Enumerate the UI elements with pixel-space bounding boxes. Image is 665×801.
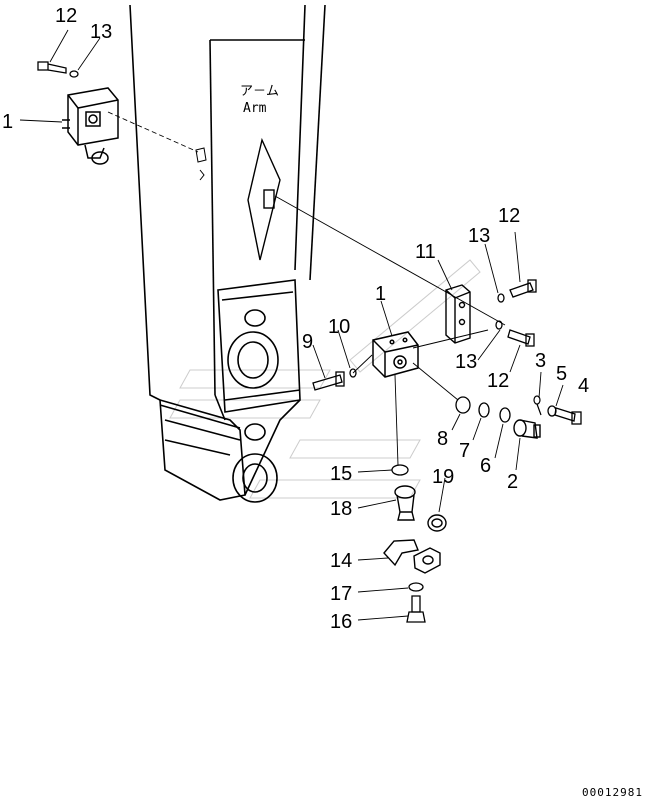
elbow-18 [394,485,416,521]
callout-12: 12 [55,5,77,27]
callout-16: 16 [330,611,352,633]
washer-13-right-lower [495,320,503,330]
washer-13-right-upper [497,293,505,303]
bolt-9 [312,371,345,391]
callout-4: 4 [578,375,589,397]
callout-1: 1 [375,283,386,305]
bolt-12-right-upper [509,279,537,298]
callout-3: 3 [535,350,546,372]
callout-12: 12 [487,370,509,392]
clamp-14 [383,539,441,574]
callout-6: 6 [480,455,491,477]
bolt-12-right-lower [507,329,535,347]
plug-15 [391,464,409,476]
callout-7: 7 [459,440,470,462]
leader-lines [19,29,564,621]
callout-13: 13 [468,225,490,247]
reference-code: 00012981 [582,786,643,799]
arm-bosses [227,309,279,503]
washer-13-upper [69,70,79,78]
assembly-lines [107,111,506,466]
callout-17: 17 [330,583,352,605]
callout-15: 15 [330,463,352,485]
bolt-4 [554,407,582,425]
washer-10 [349,368,357,378]
callout-10: 10 [328,316,350,338]
bolt-16 [406,595,426,623]
o-ring-7 [478,402,490,418]
arm-bracket-sketch [247,137,281,261]
callout-12: 12 [498,205,520,227]
pin-3 [533,395,542,416]
callout-13: 13 [90,21,112,43]
callout-18: 18 [330,498,352,520]
valve-block-detail-upper [62,87,119,165]
valve-block-detail-right [372,331,419,378]
callout-13: 13 [455,351,477,373]
plug-2 [513,419,541,439]
callout-1: 1 [2,111,13,133]
callout-9: 9 [302,331,313,353]
bolt-12-upper [37,61,67,74]
snap-ring-6 [499,407,511,423]
callout-14: 14 [330,550,352,572]
arm-label-en: Arm [243,101,267,116]
sleeve-19 [427,514,447,532]
arm-body [129,4,326,501]
callout-19: 19 [432,466,454,488]
callout-11: 11 [415,241,436,263]
filter-8 [455,396,471,414]
washer-17 [408,582,424,592]
bracket-11 [445,284,471,344]
callout-2: 2 [507,471,518,493]
callout-5: 5 [556,363,567,385]
callout-8: 8 [437,428,448,450]
arm-label-jp: ア－ム [240,84,279,99]
arm-small-marker [195,147,207,181]
